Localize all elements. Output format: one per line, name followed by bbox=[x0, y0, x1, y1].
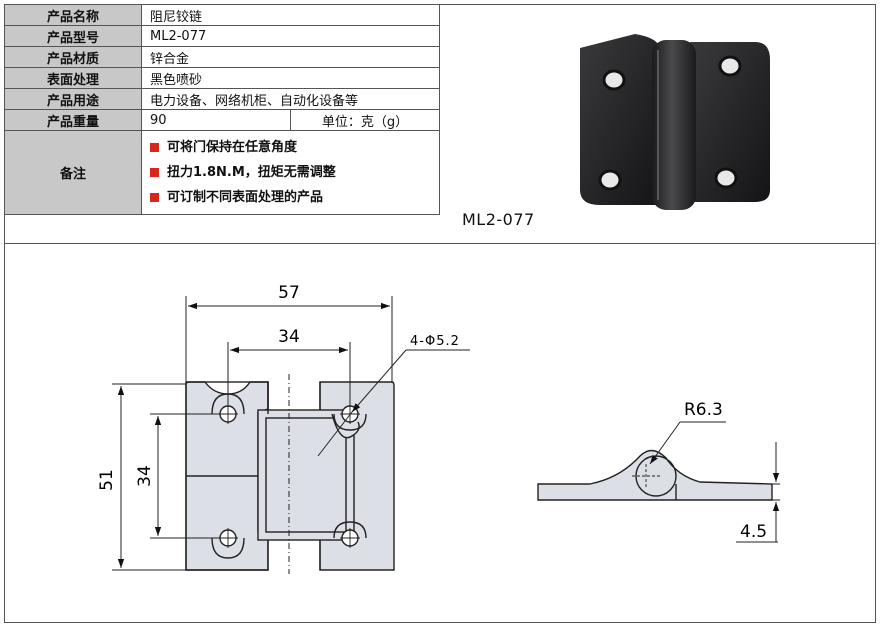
bullet-square-icon bbox=[150, 193, 159, 202]
spec-label: 产品名称 bbox=[4, 4, 142, 26]
dim-width-overall: 57 bbox=[278, 283, 300, 303]
note-item: 可订制不同表面处理的产品 bbox=[150, 185, 431, 210]
spec-row-material: 产品材质 锌合金 bbox=[4, 46, 440, 68]
note-item: 扭力1.8N.M，扭矩无需调整 bbox=[150, 160, 431, 185]
front-view bbox=[185, 381, 395, 571]
dim-hole-spacing-v: 34 bbox=[135, 465, 155, 487]
note-text: 可订制不同表面处理的产品 bbox=[167, 190, 324, 205]
bullet-square-icon bbox=[150, 143, 159, 152]
side-view bbox=[537, 449, 773, 501]
notes-list: 可将门保持在任意角度 扭力1.8N.M，扭矩无需调整 可订制不同表面处理的产品 bbox=[141, 130, 440, 215]
dim-hole-callout: 4-Φ5.2 bbox=[410, 334, 460, 349]
product-sheet bbox=[4, 4, 876, 623]
spec-table: 产品名称 阻尼铰链 产品型号 ML2-077 产品材质 锌合金 表面处理 黑色喷… bbox=[4, 4, 440, 215]
spec-value: ML2-077 bbox=[141, 25, 440, 47]
spec-value: 锌合金 bbox=[141, 46, 440, 68]
spec-row-name: 产品名称 阻尼铰链 bbox=[4, 4, 440, 26]
note-text: 可将门保持在任意角度 bbox=[167, 140, 298, 155]
hinge-photo bbox=[580, 34, 770, 210]
dim-thickness: 4.5 bbox=[740, 522, 767, 542]
dim-radius: R6.3 bbox=[684, 400, 723, 420]
spec-label: 备注 bbox=[4, 130, 142, 215]
spec-row-model: 产品型号 ML2-077 bbox=[4, 25, 440, 47]
bullet-square-icon bbox=[150, 168, 159, 177]
spec-row-notes: 备注 可将门保持在任意角度 扭力1.8N.M，扭矩无需调整 可订制不同表面处理的… bbox=[4, 130, 440, 215]
spec-value: 电力设备、网络机柜、自动化设备等 bbox=[141, 88, 440, 110]
spec-row-weight: 产品重量 90 单位：克（g） bbox=[4, 109, 440, 131]
spec-value: 阻尼铰链 bbox=[141, 4, 440, 26]
spec-value: 90 bbox=[141, 109, 291, 131]
dim-height-overall: 51 bbox=[97, 469, 117, 491]
spec-row-use: 产品用途 电力设备、网络机柜、自动化设备等 bbox=[4, 88, 440, 110]
weight-unit: 单位：克（g） bbox=[290, 109, 440, 131]
spec-label: 表面处理 bbox=[4, 67, 142, 89]
note-item: 可将门保持在任意角度 bbox=[150, 135, 431, 160]
technical-drawing: 57 34 4-Φ5.2 51 34 R6.3 4.5 bbox=[97, 283, 780, 574]
spec-label: 产品材质 bbox=[4, 46, 142, 68]
spec-label: 产品重量 bbox=[4, 109, 142, 131]
spec-label: 产品型号 bbox=[4, 25, 142, 47]
spec-value: 黑色喷砂 bbox=[141, 67, 440, 89]
dim-hole-spacing-h: 34 bbox=[278, 327, 300, 347]
note-text: 扭力1.8N.M，扭矩无需调整 bbox=[167, 165, 336, 180]
spec-row-surface: 表面处理 黑色喷砂 bbox=[4, 67, 440, 89]
spec-label: 产品用途 bbox=[4, 88, 142, 110]
section-divider bbox=[4, 243, 876, 244]
photo-model-caption: ML2-077 bbox=[462, 210, 535, 229]
